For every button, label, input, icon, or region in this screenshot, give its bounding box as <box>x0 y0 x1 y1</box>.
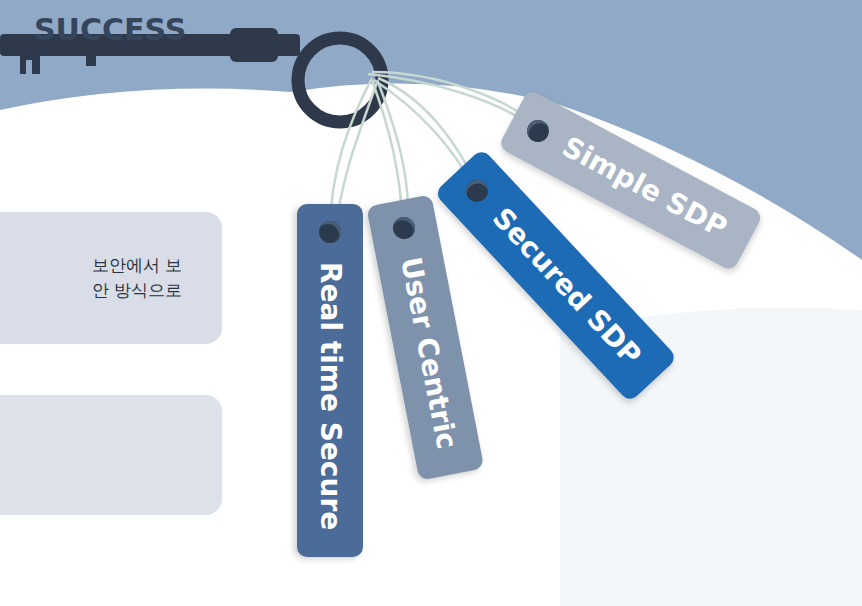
tag-hole <box>319 221 341 243</box>
note-box: 보안에서 보안 방식으로 <box>0 212 222 344</box>
tag-hole <box>523 116 553 146</box>
note-text: 보안에서 보안 방식으로 <box>92 253 194 302</box>
key-label: SUCCESS <box>34 12 186 47</box>
tag-hole <box>391 215 417 241</box>
tag-label: Real time Secure <box>297 204 363 530</box>
hang-tag: Real time Secure <box>297 204 363 557</box>
